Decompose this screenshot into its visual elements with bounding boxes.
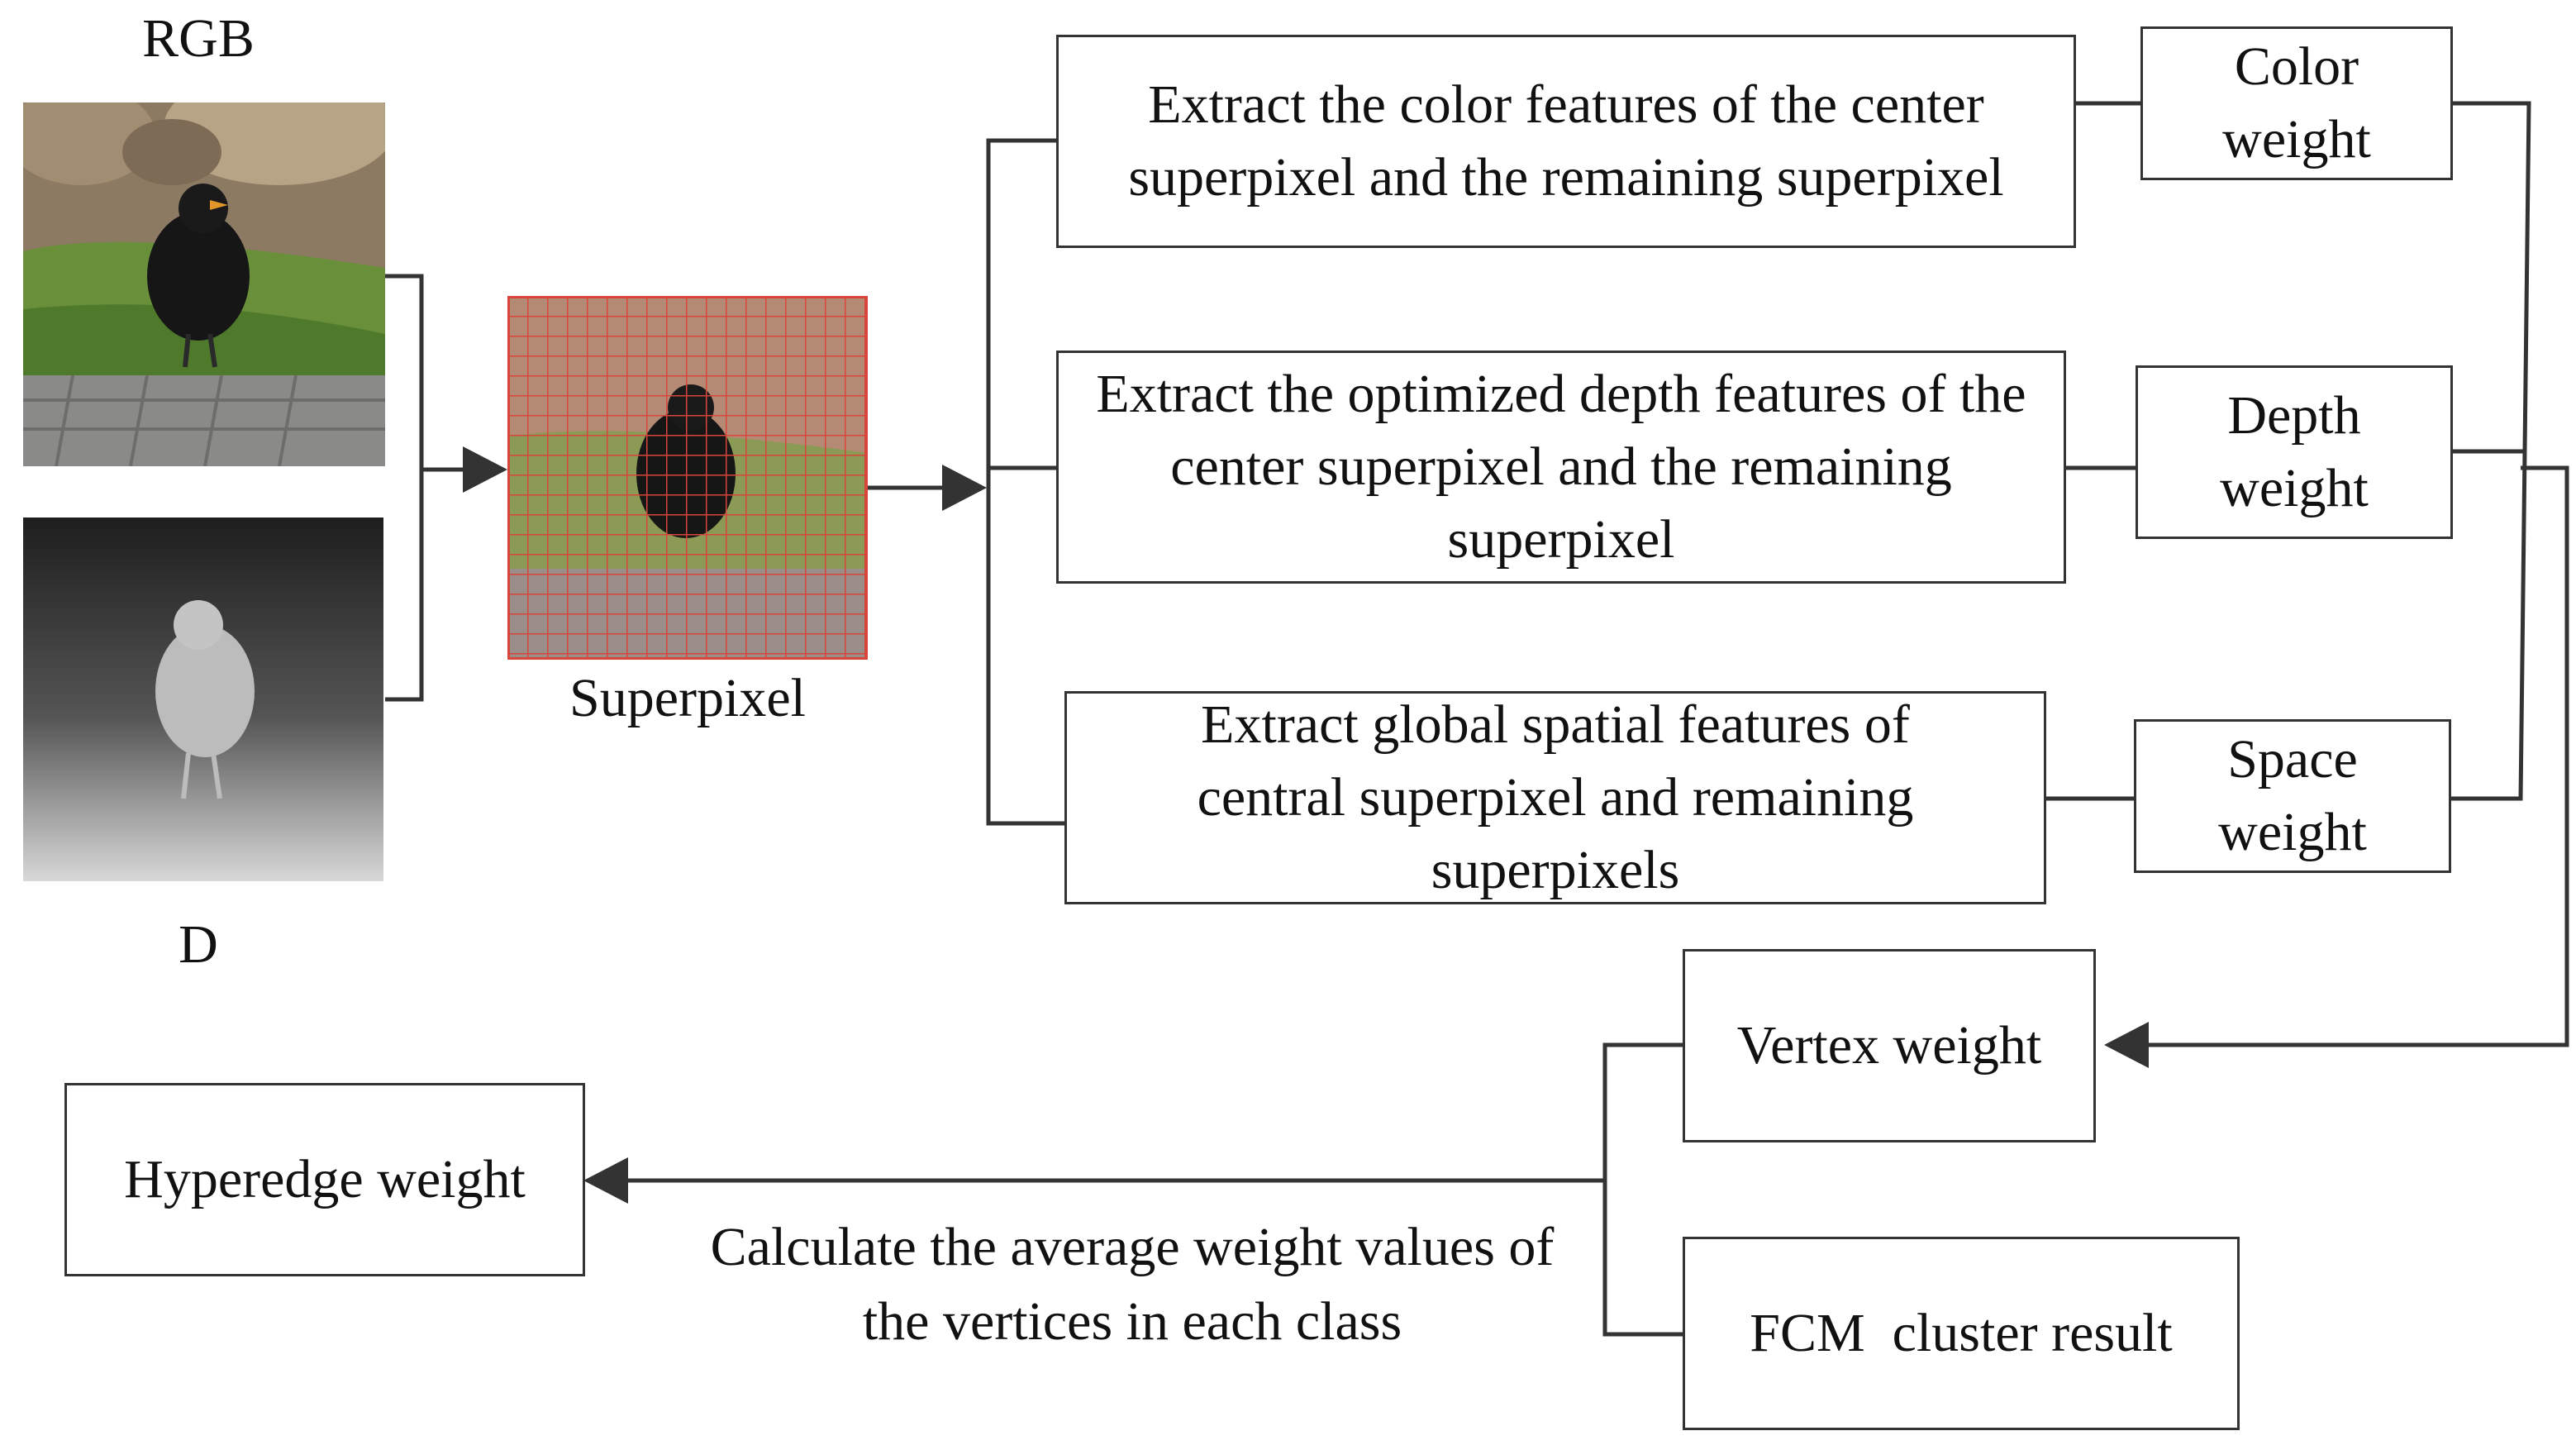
- arrowhead-features: [942, 465, 987, 511]
- depth-feature-box: Extract the optimized depth features of …: [1056, 351, 2066, 584]
- average-weight-caption: Calculate the average weight values of t…: [710, 1217, 1555, 1352]
- depth-feature-text: Extract the optimized depth features of …: [1096, 364, 2026, 570]
- space-feature-box: Extract global spatial features of centr…: [1064, 691, 2046, 904]
- color-weight-box: Color weight: [2140, 26, 2453, 180]
- arrowhead-superpixel: [463, 446, 507, 493]
- fcm-result-text: FCM cluster result: [1750, 1303, 2173, 1363]
- depth-image: [23, 518, 383, 881]
- arrowhead-hyperedge: [583, 1157, 628, 1204]
- vertex-weight-box: Vertex weight: [1683, 949, 2096, 1142]
- vertex-fcm-bracket-line: [1602, 1042, 1683, 1337]
- superpixel-label: Superpixel: [569, 668, 806, 728]
- color-feature-text: Extract the color features of the center…: [1128, 74, 2004, 207]
- to-vertex-line: [2149, 465, 2569, 1047]
- color-feature-box: Extract the color features of the center…: [1056, 35, 2076, 248]
- arrowhead-vertex: [2104, 1022, 2149, 1068]
- depth-weight-text: Depth weight: [2220, 385, 2369, 518]
- hyperedge-weight-box: Hyperedge weight: [64, 1083, 585, 1276]
- superpixel-image: [507, 296, 868, 660]
- features-bracket-line: [986, 138, 1064, 826]
- space-feature-text: Extract global spatial features of centr…: [1197, 694, 1914, 900]
- input-bracket-line: [385, 274, 424, 702]
- space-weight-box: Space weight: [2134, 719, 2451, 873]
- depth-weight-box: Depth weight: [2136, 365, 2453, 539]
- hyperedge-weight-text: Hyperedge weight: [124, 1149, 526, 1209]
- fcm-result-box: FCM cluster result: [1683, 1237, 2240, 1430]
- depth-label: D: [179, 914, 218, 975]
- vertex-weight-text: Vertex weight: [1736, 1015, 2042, 1076]
- rgb-image: [23, 103, 385, 466]
- bird-silhouette: [155, 625, 255, 757]
- rgb-label: RGB: [142, 8, 255, 69]
- space-weight-text: Space weight: [2218, 729, 2367, 862]
- bird-body: [147, 212, 250, 341]
- color-weight-text: Color weight: [2222, 36, 2371, 169]
